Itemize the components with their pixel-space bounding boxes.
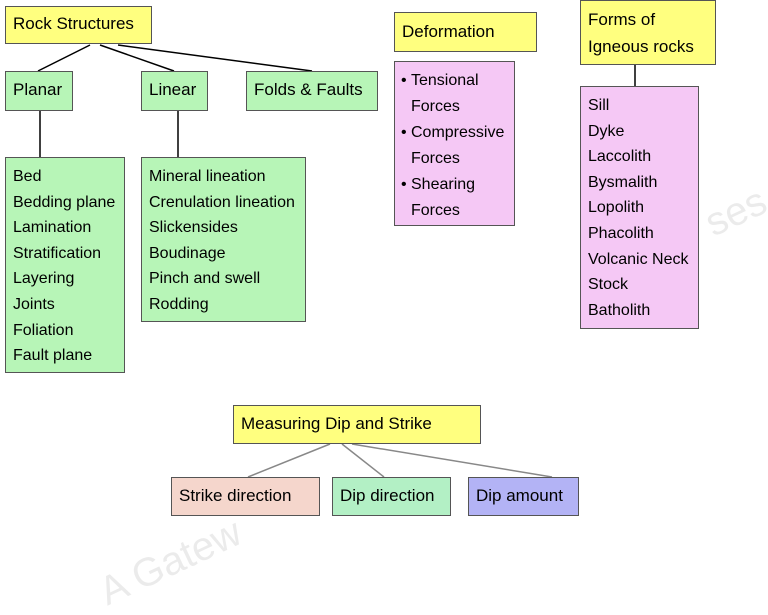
igneous-item: Phacolith (588, 224, 654, 242)
connector-root-folds (117, 44, 313, 72)
planar-item: Bed (13, 168, 42, 185)
planar-list: Bed Bedding plane Lamination Stratificat… (5, 157, 125, 373)
deformation-title: Deformation (394, 12, 537, 52)
planar-item: Bedding plane (13, 193, 116, 211)
planar-item: Layering (13, 270, 75, 288)
force-item: •Tensional Forces (401, 72, 479, 115)
planar-node: Planar (5, 71, 73, 111)
igneous-item: Dyke (588, 122, 625, 140)
igneous-item: Stock (588, 276, 629, 294)
linear-list: Mineral lineation Crenulation lineation … (141, 157, 306, 322)
dip-direction-node: Dip direction (332, 477, 451, 516)
connector-measure-dipdir (341, 443, 385, 478)
linear-item: Crenulation lineation (149, 193, 295, 211)
planar-item: Joints (13, 295, 55, 313)
linear-item: Pinch and swell (149, 270, 261, 288)
linear-item: Slickensides (149, 219, 238, 237)
folds-faults-node: Folds & Faults (246, 71, 378, 111)
igneous-item: Bysmalith (588, 173, 658, 191)
planar-item: Foliation (13, 321, 74, 339)
linear-item: Boudinage (149, 244, 226, 262)
igneous-item: Lopolith (588, 199, 645, 217)
igneous-item: Volcanic Neck (588, 250, 689, 268)
rock-structures-title: Rock Structures (5, 6, 152, 44)
dip-strike-title: Measuring Dip and Strike (233, 405, 481, 444)
deformation-forces-list: •Tensional Forces •Compressive Forces •S… (394, 61, 515, 226)
igneous-list: Sill Dyke Laccolith Bysmalith Lopolith P… (580, 86, 699, 329)
igneous-title-line1: Forms of (588, 10, 656, 29)
connector-measure-strike (247, 443, 331, 478)
connector-measure-dipamt (351, 443, 553, 478)
linear-item: Mineral lineation (149, 168, 266, 185)
igneous-item: Sill (588, 97, 610, 114)
igneous-title-line2: Igneous rocks (588, 37, 694, 56)
strike-direction-node: Strike direction (171, 477, 320, 516)
planar-item: Lamination (13, 219, 92, 237)
connector-root-planar (37, 44, 91, 72)
planar-item: Stratification (13, 244, 102, 262)
force-item: •Compressive Forces (401, 124, 505, 167)
igneous-title: Forms of Igneous rocks (580, 0, 716, 65)
connector-root-linear (99, 44, 175, 72)
force-item: •Shearing Forces (401, 176, 476, 219)
planar-item: Fault plane (13, 347, 93, 365)
igneous-item: Laccolith (588, 148, 652, 166)
linear-node: Linear (141, 71, 208, 111)
igneous-item: Batholith (588, 301, 651, 319)
dip-amount-node: Dip amount (468, 477, 579, 516)
linear-item: Rodding (149, 295, 209, 313)
